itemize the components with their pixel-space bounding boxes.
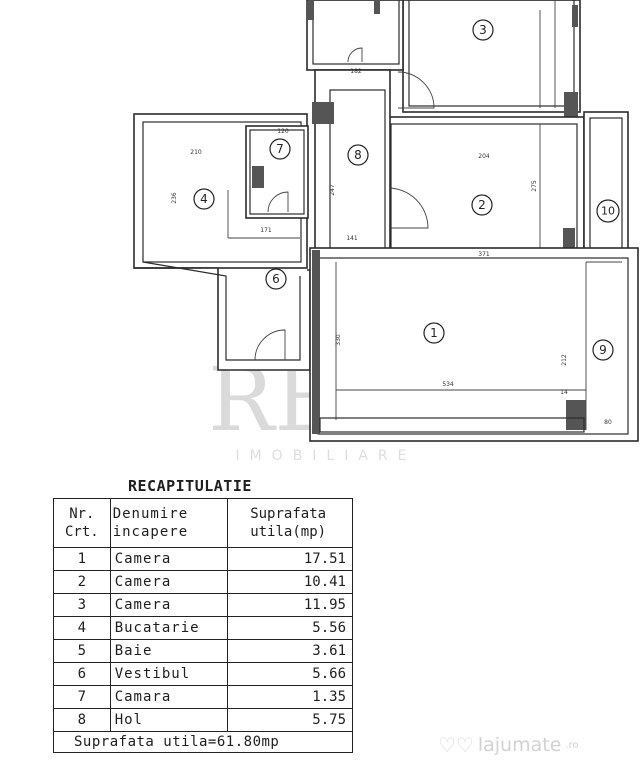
col-header-area: Suprafata utila(mp) bbox=[227, 498, 353, 548]
recap-header-row: Nr. Crt. Denumire incapere Suprafata uti… bbox=[53, 498, 353, 548]
dim-label: 80 bbox=[604, 419, 612, 426]
col-header-name: Denumire incapere bbox=[109, 498, 229, 548]
room-marker-2: 2 bbox=[471, 194, 493, 216]
svg-text:6: 6 bbox=[272, 272, 280, 286]
dim-label: 182 bbox=[350, 68, 362, 75]
cell-name: Camera bbox=[109, 593, 229, 617]
cell-nr: 1 bbox=[53, 547, 111, 571]
wall-room-2 bbox=[383, 116, 585, 261]
cell-area: 5.56 bbox=[227, 616, 353, 640]
cell-name: Camara bbox=[109, 685, 229, 709]
total-row: Suprafata utila=61.80mp bbox=[53, 731, 353, 753]
site-watermark: ♡♡ lajumate.ro bbox=[438, 733, 579, 757]
wall-bathroom bbox=[306, 0, 404, 71]
wall-room-3 bbox=[402, 0, 581, 113]
cell-nr: 6 bbox=[53, 662, 111, 686]
dim-label: 247 bbox=[329, 184, 336, 196]
cell-area: 3.61 bbox=[227, 639, 353, 663]
cell-name: Camera bbox=[109, 547, 229, 571]
room-marker-3: 3 bbox=[472, 19, 494, 41]
recap-title: RECAPITULATIE bbox=[128, 477, 252, 495]
cell-nr: 3 bbox=[53, 593, 111, 617]
dim-label: 171 bbox=[260, 227, 272, 234]
room-marker-4: 4 bbox=[193, 188, 215, 210]
dim-label: 210 bbox=[190, 149, 202, 156]
cell-nr: 7 bbox=[53, 685, 111, 709]
cell-area: 11.95 bbox=[227, 593, 353, 617]
svg-text:1: 1 bbox=[430, 326, 438, 340]
hearts-icon: ♡♡ bbox=[438, 733, 474, 757]
recap-table: Nr. Crt. Denumire incapere Suprafata uti… bbox=[53, 498, 353, 753]
room-marker-9: 9 bbox=[592, 339, 614, 361]
svg-text:4: 4 bbox=[200, 192, 208, 206]
dim-label: 371 bbox=[478, 251, 490, 258]
dim-label: 330 bbox=[335, 334, 342, 346]
dim-label: 204 bbox=[478, 153, 490, 160]
floor-plan: RE/A IMOBILIARE 182 210 120 236 bbox=[133, 0, 639, 464]
svg-text:2: 2 bbox=[478, 198, 486, 212]
svg-text:7: 7 bbox=[276, 142, 284, 156]
cell-nr: 5 bbox=[53, 639, 111, 663]
cell-nr: 2 bbox=[53, 570, 111, 594]
cell-name: Vestibul bbox=[109, 662, 229, 686]
dim-label: 534 bbox=[442, 381, 454, 388]
total-area: Suprafata utila=61.80mp bbox=[53, 731, 353, 753]
room-marker-8: 8 bbox=[347, 144, 369, 166]
dim-label: 14 bbox=[560, 389, 568, 396]
brand-tld: .ro bbox=[565, 739, 579, 751]
cell-area: 10.41 bbox=[227, 570, 353, 594]
dim-label: 236 bbox=[171, 192, 178, 204]
dim-label: 212 bbox=[561, 354, 568, 366]
cell-name: Bucatarie bbox=[109, 616, 229, 640]
dim-label: 120 bbox=[277, 128, 289, 135]
brand-name: lajumate bbox=[477, 734, 562, 756]
svg-text:3: 3 bbox=[479, 23, 487, 37]
room-marker-1: 1 bbox=[423, 322, 445, 344]
cell-area: 17.51 bbox=[227, 547, 353, 571]
cell-name: Camera bbox=[109, 570, 229, 594]
cell-area: 5.66 bbox=[227, 662, 353, 686]
cell-area: 5.75 bbox=[227, 708, 353, 732]
dim-label: 275 bbox=[531, 180, 538, 192]
cell-name: Hol bbox=[109, 708, 229, 732]
svg-text:8: 8 bbox=[354, 148, 362, 162]
dim-label: 141 bbox=[346, 235, 358, 242]
room-marker-6: 6 bbox=[265, 268, 287, 290]
room-marker-10: 10 bbox=[596, 199, 620, 223]
col-header-nr: Nr. Crt. bbox=[53, 498, 111, 548]
svg-text:9: 9 bbox=[599, 343, 607, 357]
cell-name: Baie bbox=[109, 639, 229, 663]
cell-area: 1.35 bbox=[227, 685, 353, 709]
wall-room-1 bbox=[309, 247, 639, 442]
cell-nr: 4 bbox=[53, 616, 111, 640]
room-marker-7: 7 bbox=[269, 138, 291, 160]
cell-nr: 8 bbox=[53, 708, 111, 732]
watermark-subtitle: IMOBILIARE bbox=[235, 448, 416, 464]
svg-text:10: 10 bbox=[601, 205, 615, 218]
